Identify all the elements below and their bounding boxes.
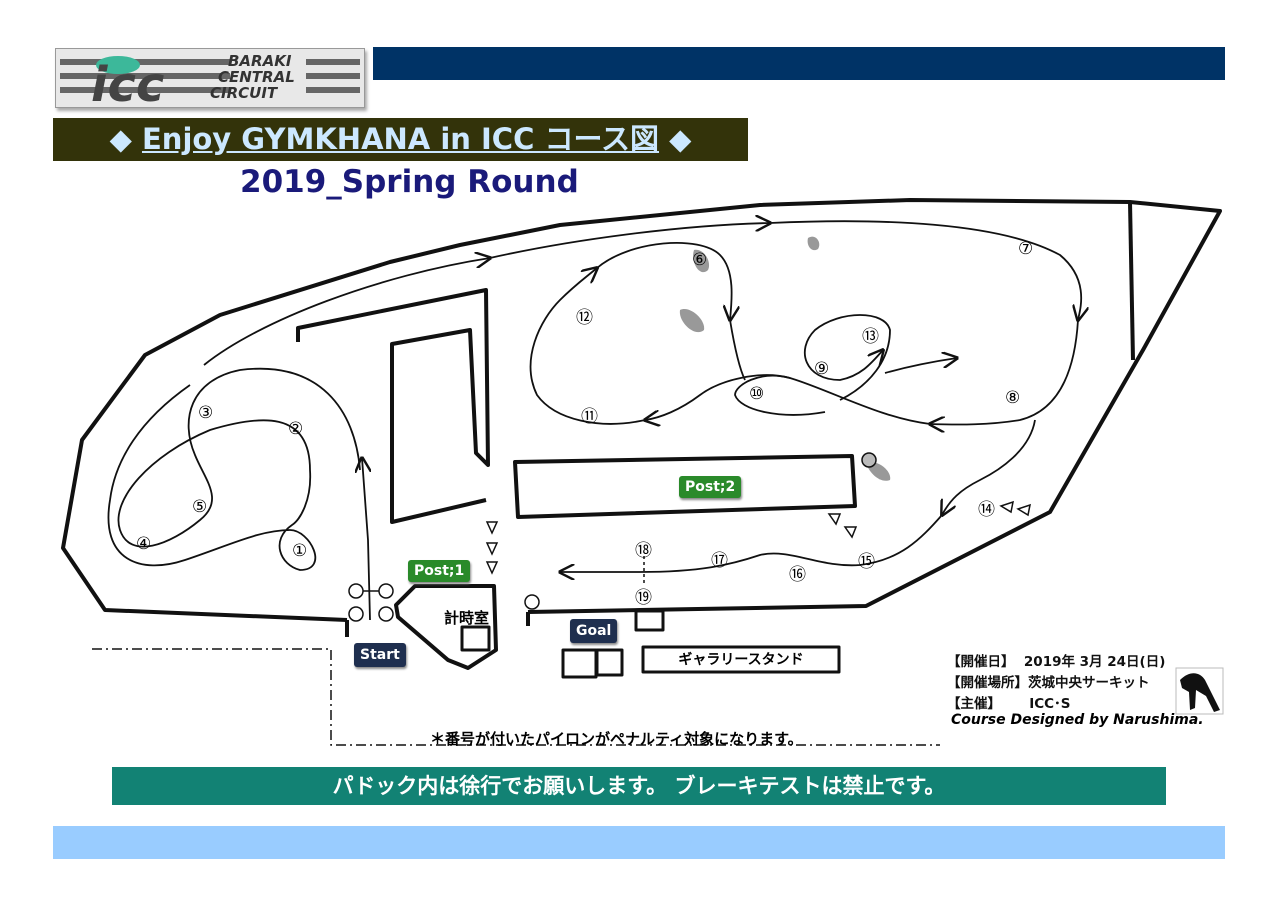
logo-line3: CIRCUIT	[210, 84, 279, 102]
waypoint-9: ⑨	[814, 359, 830, 379]
waypoint-5: ⑤	[192, 497, 208, 517]
paddock-banner: パドック内は徐行でお願いします。 ブレーキテストは禁止です。	[112, 767, 1166, 805]
waypoint-3: ③	[198, 403, 214, 423]
goal-label: Goal	[570, 619, 618, 643]
post-2-label: Post;2	[679, 476, 742, 498]
logo-line2: CENTRAL	[218, 68, 295, 86]
waypoint-12: ⑫	[576, 308, 593, 328]
organizer-label: 【主催】	[947, 696, 1001, 712]
waypoint-1: ①	[292, 541, 308, 561]
timing-room-outline	[394, 584, 498, 670]
waypoint-13: ⑬	[862, 327, 879, 347]
logo-line1: BARAKI	[228, 52, 292, 70]
waypoint-8: ⑧	[1005, 388, 1021, 408]
paddock-line	[92, 648, 940, 746]
waypoint-18: ⑱	[635, 541, 652, 561]
organizer-value: ICC･S	[1029, 696, 1071, 712]
waypoint-4: ④	[136, 534, 152, 554]
date-label: 【開催日】	[947, 654, 1015, 670]
designer-credit: Course Designed by Narushima.	[951, 712, 1204, 728]
penalty-note: ＊番号が付いたパイロンがペナルティ対象になります。	[430, 730, 803, 748]
waypoint-14: ⑭	[978, 500, 995, 520]
venue-label: 【開催場所】	[947, 675, 1028, 691]
timing-room-label: 計時室	[444, 609, 490, 627]
gallery-stand-label: ギャラリースタンド	[678, 652, 804, 668]
start-label: Start	[354, 643, 406, 667]
event-info: 【開催日】 2019年 3月 24日(日) 【開催場所】茨城中央サーキット 【主…	[947, 652, 1165, 715]
header-bar	[373, 47, 1225, 80]
waypoint-16: ⑯	[789, 565, 806, 585]
inner-block	[296, 288, 490, 524]
round-subtitle: 2019_Spring Round	[240, 164, 579, 200]
waypoint-15: ⑮	[858, 552, 875, 572]
post2-block	[513, 454, 857, 519]
diamond-right-icon: ◆	[669, 122, 692, 156]
waypoint-7: ⑦	[1018, 239, 1034, 259]
waypoint-11: ⑪	[581, 407, 598, 427]
outer-boundary	[61, 198, 1222, 622]
title-text: Enjoy GYMKHANA in ICC コース図	[141, 122, 660, 156]
diamond-left-icon: ◆	[109, 122, 132, 156]
venue-value: 茨城中央サーキット	[1028, 675, 1150, 691]
waypoint-17: ⑰	[711, 551, 728, 571]
waypoint-6: ⑥	[692, 250, 708, 270]
waypoint-10: ⑩	[749, 384, 765, 404]
logo-abbr: icc	[91, 57, 164, 107]
route-approach	[362, 458, 370, 621]
date-value: 2019年 3月 24日(日)	[1023, 654, 1166, 670]
post-1-label: Post;1	[408, 560, 471, 582]
icc-logo: icc BARAKI CENTRAL CIRCUIT	[55, 48, 365, 108]
waypoint-2: ②	[288, 419, 304, 439]
waypoint-19: ⑲	[635, 588, 652, 608]
page-title: ◆ Enjoy GYMKHANA in ICC コース図 ◆	[53, 118, 748, 161]
footer-bar	[53, 826, 1225, 859]
horse-logo	[1180, 673, 1220, 712]
